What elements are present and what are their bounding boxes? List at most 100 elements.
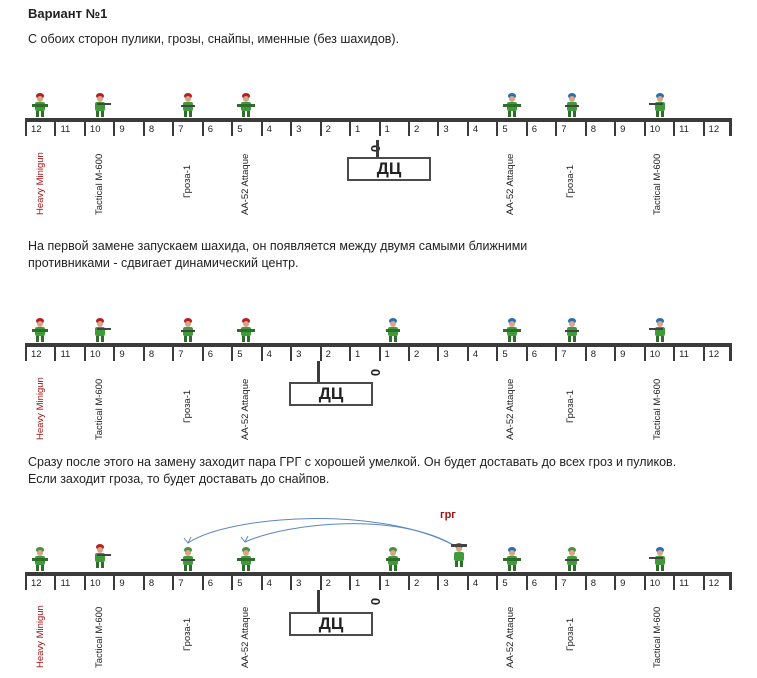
soldier-red-cap-icon <box>28 91 52 117</box>
scale-tick: 8 <box>584 343 614 361</box>
scale-tick: 3 <box>290 343 319 361</box>
page-title: Вариант №1 <box>28 6 108 21</box>
soldier-blue-cap-icon <box>648 545 672 571</box>
soldier-blue-cap-icon <box>500 91 524 117</box>
scale-tick: 1 <box>349 118 378 136</box>
scale-tick: 3 <box>437 572 466 590</box>
soldier-green-icon <box>176 545 200 571</box>
scale-end <box>729 343 732 361</box>
grg-label: грг <box>440 509 456 521</box>
scale-tick: 8 <box>584 118 614 136</box>
scale-tick: 7 <box>172 572 201 590</box>
scale-tick: 12 <box>25 118 54 136</box>
soldier-blue-cap-icon <box>648 91 672 117</box>
scale-tick: 12 <box>25 343 54 361</box>
scale-tick: 6 <box>525 118 555 136</box>
unit-label: Tactical M-600 <box>652 606 663 668</box>
scale-tick: 2 <box>407 572 437 590</box>
scale-tick: 9 <box>113 572 142 590</box>
scale-tick: 12 <box>702 118 732 136</box>
unit-label: AA-52 Attaque <box>505 606 516 668</box>
soldier-blue-cap-icon <box>560 91 584 117</box>
soldier-green-icon <box>28 545 52 571</box>
scale-tick: 7 <box>555 343 584 361</box>
scale-tick: 11 <box>673 343 702 361</box>
scale-tick: 6 <box>525 343 555 361</box>
scale-tick: 10 <box>643 572 673 590</box>
center-stem <box>317 590 320 612</box>
scale-tick: 9 <box>614 118 643 136</box>
center-stem <box>317 361 320 382</box>
soldier-green-icon <box>560 545 584 571</box>
unit-label: AA-52 Attaque <box>240 606 251 668</box>
scale-tick: 5 <box>496 343 525 361</box>
scale-tick: 11 <box>54 343 83 361</box>
dynamic-center-box: ДЦ <box>289 382 373 406</box>
scale-tick: 7 <box>555 572 584 590</box>
caption-1: С обоих сторон пулики, грозы, снайпы, им… <box>28 32 400 46</box>
scale-tick: 2 <box>407 118 437 136</box>
soldier-red-cap-icon <box>234 316 258 342</box>
scale-tick: 11 <box>673 572 702 590</box>
dynamic-center-box: ДЦ <box>289 612 373 636</box>
scale-tick: 12 <box>702 343 732 361</box>
scale-tick: 6 <box>201 572 231 590</box>
scale-tick: 4 <box>466 118 496 136</box>
scale-tick: 6 <box>201 343 231 361</box>
soldier-red-cap-icon <box>176 91 200 117</box>
soldier-blue-cap-icon <box>500 316 524 342</box>
scale-tick: 8 <box>142 572 172 590</box>
soldier-blue-cap-icon <box>500 545 524 571</box>
scale-tick: 10 <box>83 343 113 361</box>
scale-tick: 2 <box>407 343 437 361</box>
scale-tick: 9 <box>113 118 142 136</box>
scale-tick: 4 <box>260 118 290 136</box>
scale-tick: 5 <box>496 572 525 590</box>
scale-tick: 8 <box>142 343 172 361</box>
scale-tick: 2 <box>319 118 349 136</box>
scale-tick: 8 <box>142 118 172 136</box>
scale-tick: 3 <box>290 118 319 136</box>
soldier-blue-cap-icon <box>648 316 672 342</box>
caption-5: Если заходит гроза, то будет доставать д… <box>28 472 330 486</box>
soldier-red-cap-icon <box>234 91 258 117</box>
scale-tick: 5 <box>496 118 525 136</box>
scale-tick: 1 <box>378 343 408 361</box>
soldier-green-icon <box>381 545 405 571</box>
scale-tick: 5 <box>231 343 260 361</box>
zero-mark: 0 <box>368 597 384 606</box>
scale-tick: 10 <box>83 572 113 590</box>
soldier-blue-cap-icon <box>381 316 405 342</box>
scale-tick: 12 <box>702 572 732 590</box>
caption-2: На первой замене запускаем шахида, он по… <box>28 239 528 253</box>
scale-tick: 6 <box>525 572 555 590</box>
scale-tick: 9 <box>113 343 142 361</box>
unit-label: Heavy Minigun <box>35 605 46 668</box>
scale-tick: 11 <box>54 572 83 590</box>
scale-tick: 11 <box>673 118 702 136</box>
scale-tick: 5 <box>231 572 260 590</box>
unit-label: Tactical M-600 <box>94 606 105 668</box>
scale-tick: 2 <box>319 343 349 361</box>
scale-tick: 9 <box>614 343 643 361</box>
scale-end <box>729 118 732 136</box>
scale-tick: 10 <box>83 118 113 136</box>
scale-tick: 1 <box>378 118 408 136</box>
scale-tick: 10 <box>643 343 673 361</box>
scale-end <box>729 572 732 590</box>
scale-tick: 8 <box>584 572 614 590</box>
unit-label: Гроза-1 <box>565 617 576 651</box>
soldier-red-cap-icon <box>28 316 52 342</box>
scale-tick: 2 <box>319 572 349 590</box>
scale-tick: 9 <box>614 572 643 590</box>
scale-tick: 7 <box>555 118 584 136</box>
scale-tick: 3 <box>290 572 319 590</box>
soldier-red-cap-icon <box>88 91 112 117</box>
center-stem <box>376 140 379 157</box>
soldier-green-icon <box>234 545 258 571</box>
unit-label: Гроза-1 <box>182 617 193 651</box>
